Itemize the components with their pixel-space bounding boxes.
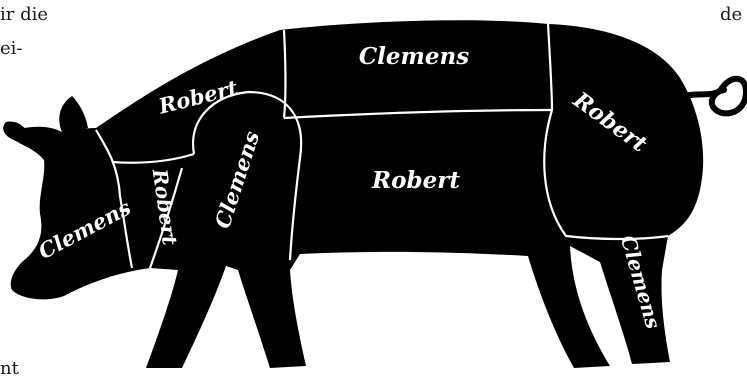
label-belly: Robert	[371, 167, 460, 194]
pig-silhouette	[3, 20, 703, 368]
label-back-top: Clemens	[359, 43, 469, 70]
